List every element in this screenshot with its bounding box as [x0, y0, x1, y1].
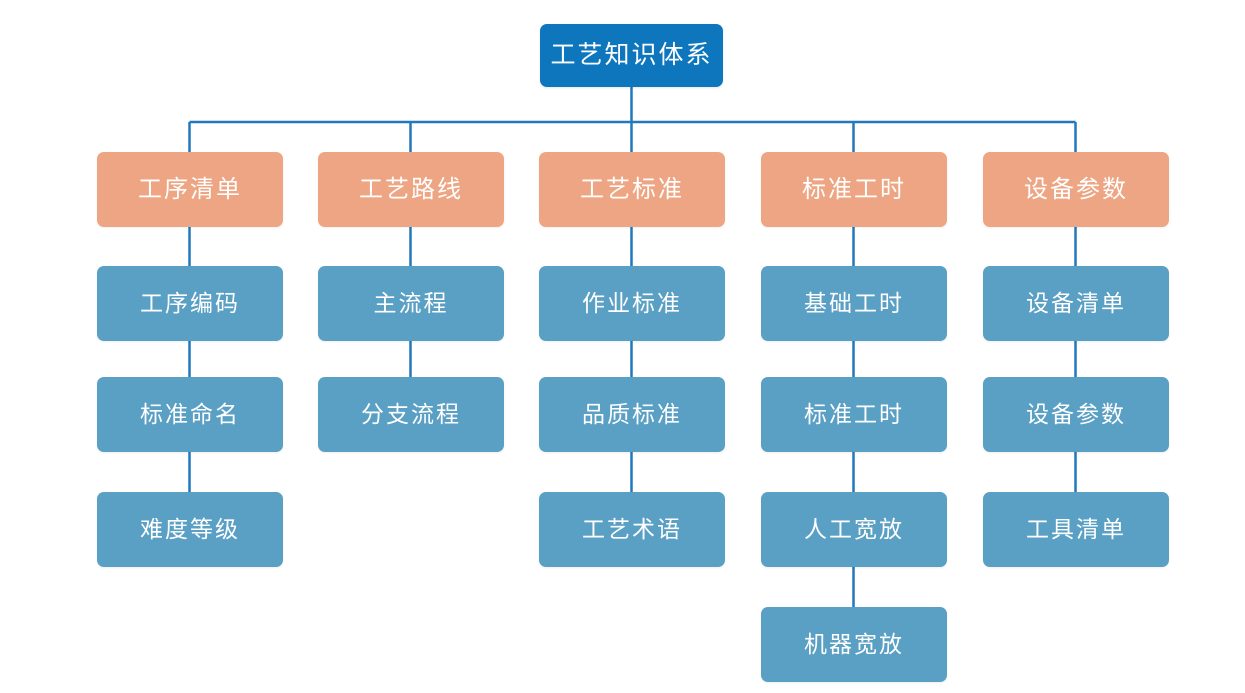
node-leaf-col4-row2[interactable]: 标准工时	[761, 377, 947, 452]
node-branch-gongxu-qingdan[interactable]: 工序清单	[97, 152, 283, 227]
node-leaf-col4-row4[interactable]: 机器宽放	[761, 607, 947, 682]
node-leaf-col3-row1[interactable]: 作业标准	[539, 266, 725, 341]
node-root[interactable]: 工艺知识体系	[540, 24, 723, 87]
node-branch-biaozhun-gongshi[interactable]: 标准工时	[761, 152, 947, 227]
node-leaf-col1-row3[interactable]: 难度等级	[97, 492, 283, 567]
node-leaf-col5-row2[interactable]: 设备参数	[983, 377, 1169, 452]
node-leaf-col4-row1[interactable]: 基础工时	[761, 266, 947, 341]
node-leaf-col3-row3[interactable]: 工艺术语	[539, 492, 725, 567]
node-leaf-col5-row3[interactable]: 工具清单	[983, 492, 1169, 567]
node-leaf-col3-row2[interactable]: 品质标准	[539, 377, 725, 452]
node-leaf-col5-row1[interactable]: 设备清单	[983, 266, 1169, 341]
node-branch-gongyi-biaozhun[interactable]: 工艺标准	[539, 152, 725, 227]
node-leaf-col1-row1[interactable]: 工序编码	[97, 266, 283, 341]
node-leaf-col1-row2[interactable]: 标准命名	[97, 377, 283, 452]
node-branch-gongyi-luxian[interactable]: 工艺路线	[318, 152, 504, 227]
node-leaf-col2-row1[interactable]: 主流程	[318, 266, 504, 341]
node-leaf-col2-row2[interactable]: 分支流程	[318, 377, 504, 452]
node-leaf-col4-row3[interactable]: 人工宽放	[761, 492, 947, 567]
node-branch-shebei-canshu[interactable]: 设备参数	[983, 152, 1169, 227]
